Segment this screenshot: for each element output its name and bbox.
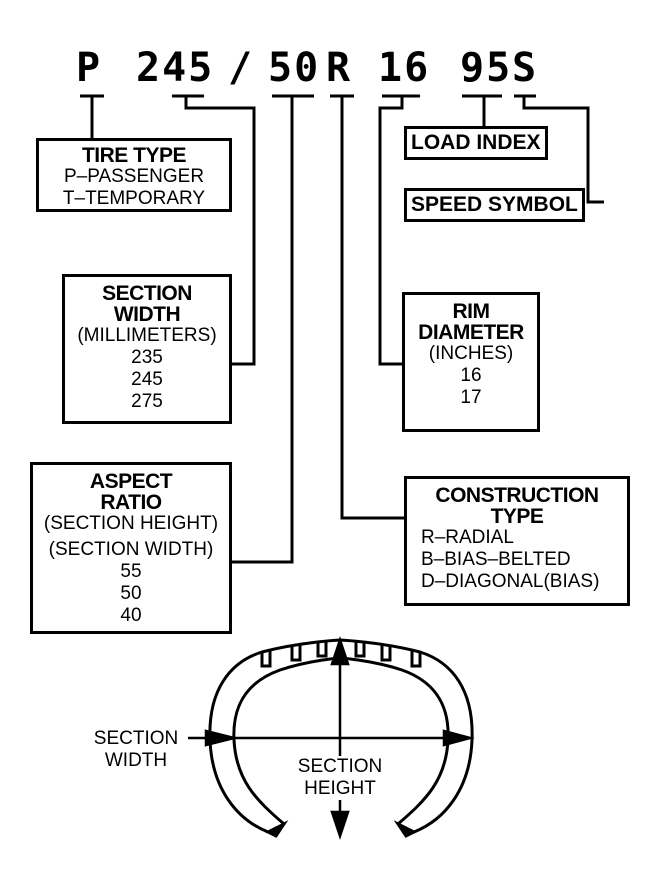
- section-width-value-2: 245: [131, 369, 163, 390]
- code-rim-diameter: 16: [378, 45, 431, 91]
- aspect-ratio-denominator: (SECTION WIDTH): [48, 539, 214, 560]
- construction-type-line-2: B–BIAS–BELTED: [421, 549, 571, 570]
- code-speed-symbol: S: [512, 45, 539, 91]
- construction-type-box: CONSTRUCTION TYPE R–RADIAL B–BIAS–BELTED…: [404, 476, 630, 606]
- rim-diameter-value-2: 17: [460, 387, 482, 408]
- aspect-ratio-title-2: RATIO: [100, 491, 162, 514]
- tire-type-title: TIRE TYPE: [81, 144, 187, 167]
- code-load-index: 95: [460, 45, 513, 91]
- aspect-ratio-value-2: 50: [120, 583, 142, 604]
- rim-diameter-title-1: RIM: [452, 300, 491, 323]
- construction-type-title-2: TYPE: [490, 505, 544, 528]
- section-width-label-1: SECTION: [93, 728, 179, 749]
- aspect-ratio-box: ASPECT RATIO (SECTION HEIGHT) (SECTION W…: [30, 462, 232, 634]
- aspect-ratio-title-1: ASPECT: [89, 470, 173, 493]
- section-width-value-1: 235: [131, 347, 163, 368]
- aspect-ratio-value-1: 55: [120, 561, 142, 582]
- code-slash: /: [228, 45, 255, 91]
- section-width-box: SECTION WIDTH (MILLIMETERS) 235 245 275: [62, 274, 232, 424]
- construction-type-line-1: R–RADIAL: [421, 527, 514, 548]
- speed-symbol-box: SPEED SYMBOL: [404, 188, 585, 222]
- tire-type-line-1: P–PASSENGER: [63, 166, 205, 187]
- aspect-ratio-numerator: (SECTION HEIGHT): [43, 513, 219, 534]
- rim-diameter-title-2: DIAMETER: [418, 321, 524, 344]
- code-aspect-ratio: 50: [268, 45, 321, 91]
- rim-diameter-box: RIM DIAMETER (INCHES) 16 17: [402, 292, 540, 432]
- section-width-unit: (MILLIMETERS): [77, 325, 217, 346]
- code-tire-type: P: [76, 45, 103, 91]
- load-index-box: LOAD INDEX: [404, 126, 548, 160]
- section-width-label: SECTION WIDTH: [84, 728, 188, 772]
- code-construction: R: [326, 45, 353, 91]
- construction-type-title-1: CONSTRUCTION: [435, 484, 599, 507]
- rim-diameter-unit: (INCHES): [428, 343, 514, 364]
- construction-type-line-3: D–DIAGONAL(BIAS): [421, 571, 600, 592]
- section-width-label-2: WIDTH: [104, 750, 168, 771]
- dimension-arrows: [188, 636, 475, 840]
- rim-diameter-value-1: 16: [460, 365, 482, 386]
- section-height-label-2: HEIGHT: [304, 778, 376, 799]
- code-section-width: 245: [136, 45, 215, 91]
- section-height-label-1: SECTION: [297, 756, 383, 777]
- section-width-value-3: 275: [131, 391, 163, 412]
- section-width-title-2: WIDTH: [113, 303, 181, 326]
- section-width-title-1: SECTION: [102, 282, 192, 305]
- tire-type-line-2: T–TEMPORARY: [62, 188, 206, 209]
- aspect-ratio-value-3: 40: [120, 605, 142, 626]
- section-height-label: SECTION HEIGHT: [282, 756, 398, 800]
- tire-type-box: TIRE TYPE P–PASSENGER T–TEMPORARY: [36, 138, 232, 212]
